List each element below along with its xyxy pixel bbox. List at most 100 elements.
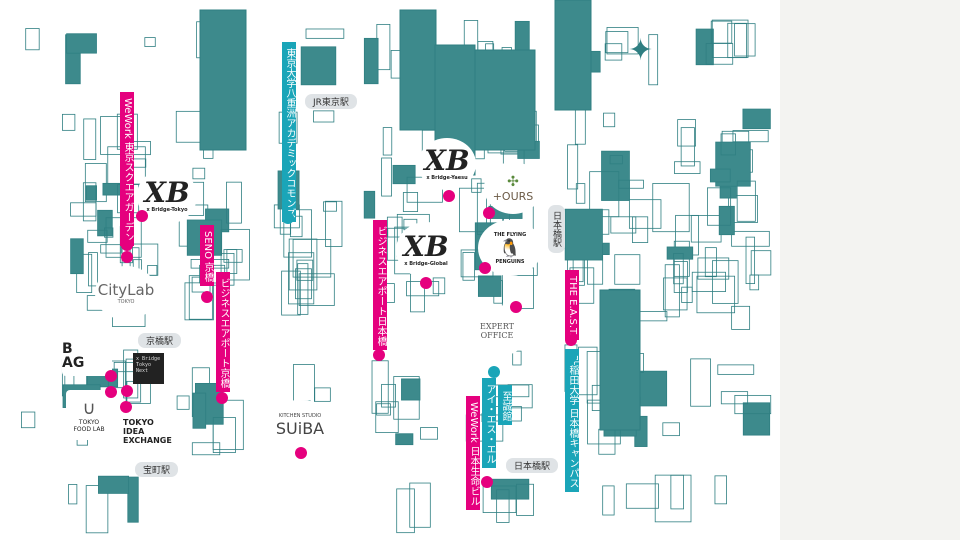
building [750, 250, 772, 276]
building [712, 260, 739, 304]
location-marker[interactable] [295, 447, 307, 459]
logo-name: x Bridge-Yaesu [426, 175, 468, 181]
location-marker[interactable] [420, 277, 432, 289]
logo-ours[interactable]: ✣+OURS [484, 162, 542, 214]
building [564, 208, 603, 261]
building [220, 228, 250, 281]
building [471, 178, 482, 193]
location-marker[interactable] [481, 476, 493, 488]
location-marker[interactable] [443, 190, 455, 202]
station-tokyo: JR東京駅 [305, 94, 357, 109]
building [516, 483, 534, 516]
location-marker[interactable] [201, 291, 213, 303]
logo-line2: OFFICE [480, 331, 514, 340]
building [736, 180, 756, 222]
label-business-airport-kyobashi[interactable]: ビジネスエアポート京橋 [216, 272, 230, 392]
building [409, 482, 431, 528]
building [742, 402, 771, 436]
building [711, 19, 749, 58]
building [690, 215, 722, 243]
station-takaracho: 宝町駅 [135, 462, 179, 477]
building [297, 263, 309, 315]
building [496, 489, 510, 523]
location-marker[interactable] [488, 366, 500, 378]
building [212, 417, 236, 454]
building [147, 265, 158, 276]
label-seno-kyobashi[interactable]: SENO 京橋 [200, 225, 214, 287]
label-wework-tokyo-square-garden[interactable]: WeWork 東京スクエアガーデン [120, 92, 134, 246]
building [288, 252, 315, 305]
building [731, 305, 751, 330]
label-isl[interactable]: アイ・エス・エル [482, 378, 496, 468]
building [477, 275, 502, 297]
location-marker[interactable] [565, 351, 577, 363]
label-shiseikan[interactable]: 至誠館 [498, 385, 512, 425]
building [376, 23, 391, 71]
building [144, 37, 156, 47]
building [420, 427, 438, 440]
label-business-airport-nihonbashi[interactable]: ビジネスエアポート日本橋 [373, 220, 387, 350]
logo-bottom: PENGUINS [495, 258, 525, 265]
logo-xbridge-tokyo-next[interactable]: x Bridge Tokyo Next [133, 353, 164, 384]
tower [554, 0, 592, 111]
building [574, 107, 586, 145]
building [696, 275, 736, 314]
location-marker[interactable] [216, 392, 228, 404]
tower [399, 9, 437, 131]
label-wework-nissay[interactable]: WeWork 日本生命ビル [466, 396, 480, 510]
building [677, 119, 696, 147]
location-marker[interactable] [483, 207, 495, 219]
building [192, 392, 207, 429]
location-marker[interactable] [105, 370, 117, 382]
building [567, 144, 579, 190]
building [578, 346, 598, 396]
location-marker[interactable] [510, 301, 522, 313]
building [305, 28, 345, 39]
location-marker[interactable] [121, 385, 133, 397]
building [654, 474, 692, 523]
building [614, 254, 641, 285]
logo-name: CityLab [97, 281, 155, 299]
location-marker[interactable] [479, 262, 491, 274]
penguin-icon: 🐧 [498, 237, 522, 259]
location-marker[interactable] [282, 212, 294, 224]
label-utokyo-yaesu[interactable]: 東京大学八重洲アカデミックコモンズ [282, 42, 296, 222]
building [648, 34, 659, 86]
location-marker[interactable] [120, 401, 132, 413]
compass-icon: ✦ [628, 33, 653, 68]
label-waseda-nihonbashi[interactable]: 早稲田大学 日本橋キャンパス [565, 348, 579, 492]
location-marker[interactable] [565, 334, 577, 346]
building [281, 270, 301, 316]
logo-sub: TOKYO [117, 299, 135, 305]
location-marker[interactable] [121, 251, 133, 263]
building [710, 20, 733, 44]
building [720, 391, 749, 405]
building [283, 209, 312, 258]
location-marker[interactable] [121, 239, 133, 251]
building [88, 252, 98, 287]
building [176, 395, 190, 410]
location-marker[interactable] [105, 386, 117, 398]
building [652, 183, 690, 233]
location-marker[interactable] [373, 349, 385, 361]
logo-line1: EXPERT [480, 322, 514, 331]
building [313, 110, 335, 123]
building [85, 185, 97, 201]
foodlab-icon: ∪ [82, 397, 96, 419]
tower [474, 49, 536, 151]
building [300, 46, 337, 86]
location-marker[interactable] [136, 210, 148, 222]
building [604, 43, 623, 61]
xbridge-mark: XB [424, 144, 470, 177]
building [371, 360, 389, 414]
label-the-east[interactable]: THE E.A.S.T. [565, 270, 579, 341]
